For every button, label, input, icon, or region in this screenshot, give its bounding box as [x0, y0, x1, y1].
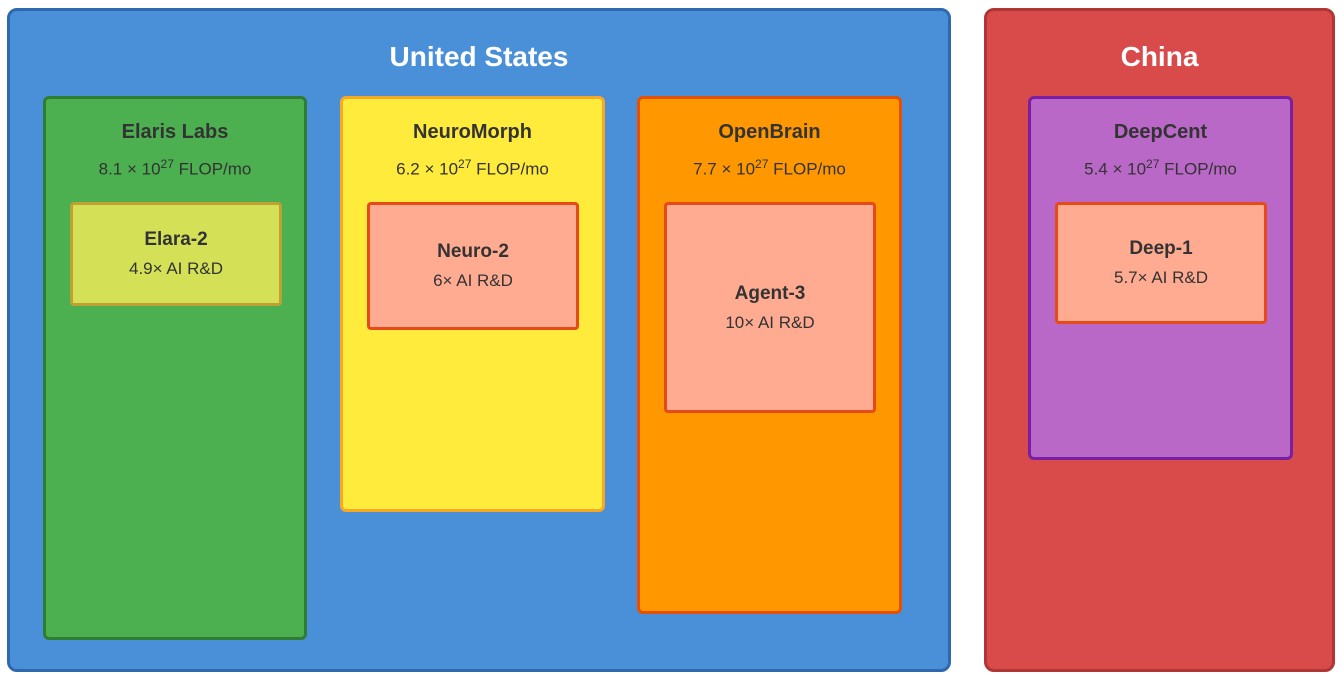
lab-openbrain: OpenBrain 7.7 × 1027 FLOP/mo Agent-3 10×… [637, 96, 902, 614]
lab-elaris-labs: Elaris Labs 8.1 × 1027 FLOP/mo Elara-2 4… [43, 96, 307, 640]
lab-name: Elaris Labs [121, 121, 229, 143]
lab-compute: 8.1 × 1027 FLOP/mo [98, 157, 252, 179]
model-agent-3: Agent-3 10× AI R&D [664, 202, 876, 413]
model-speed: 5.7× AI R&D [1113, 268, 1209, 287]
lab-compute: 5.4 × 1027 FLOP/mo [1084, 157, 1237, 179]
lab-name: NeuroMorph [413, 121, 532, 143]
model-speed: 10× AI R&D [725, 312, 815, 332]
model-speed: 4.9× AI R&D [128, 259, 224, 278]
region-title: United States [389, 41, 569, 72]
lab-deepcent: DeepCent 5.4 × 1027 FLOP/mo Deep-1 5.7× … [1028, 96, 1293, 460]
lab-name: OpenBrain [718, 121, 821, 143]
lab-compute: 7.7 × 1027 FLOP/mo [693, 157, 846, 179]
model-neuro-2: Neuro-2 6× AI R&D [367, 202, 579, 330]
region-title: China [1120, 41, 1199, 72]
region-china: China DeepCent 5.4 × 1027 FLOP/mo Deep-1… [984, 8, 1335, 672]
region-united-states: United States Elaris Labs 8.1 × 1027 FLO… [7, 8, 951, 672]
model-name: Deep-1 [1129, 238, 1193, 259]
model-name: Elara-2 [144, 229, 208, 250]
model-deep-1: Deep-1 5.7× AI R&D [1055, 202, 1267, 324]
model-elara-2: Elara-2 4.9× AI R&D [70, 202, 282, 306]
model-speed: 6× AI R&D [433, 271, 513, 290]
lab-neuromorph: NeuroMorph 6.2 × 1027 FLOP/mo Neuro-2 6×… [340, 96, 605, 512]
lab-name: DeepCent [1113, 121, 1208, 143]
model-name: Neuro-2 [437, 241, 509, 262]
model-name: Agent-3 [734, 282, 806, 304]
lab-compute: 6.2 × 1027 FLOP/mo [396, 157, 549, 179]
